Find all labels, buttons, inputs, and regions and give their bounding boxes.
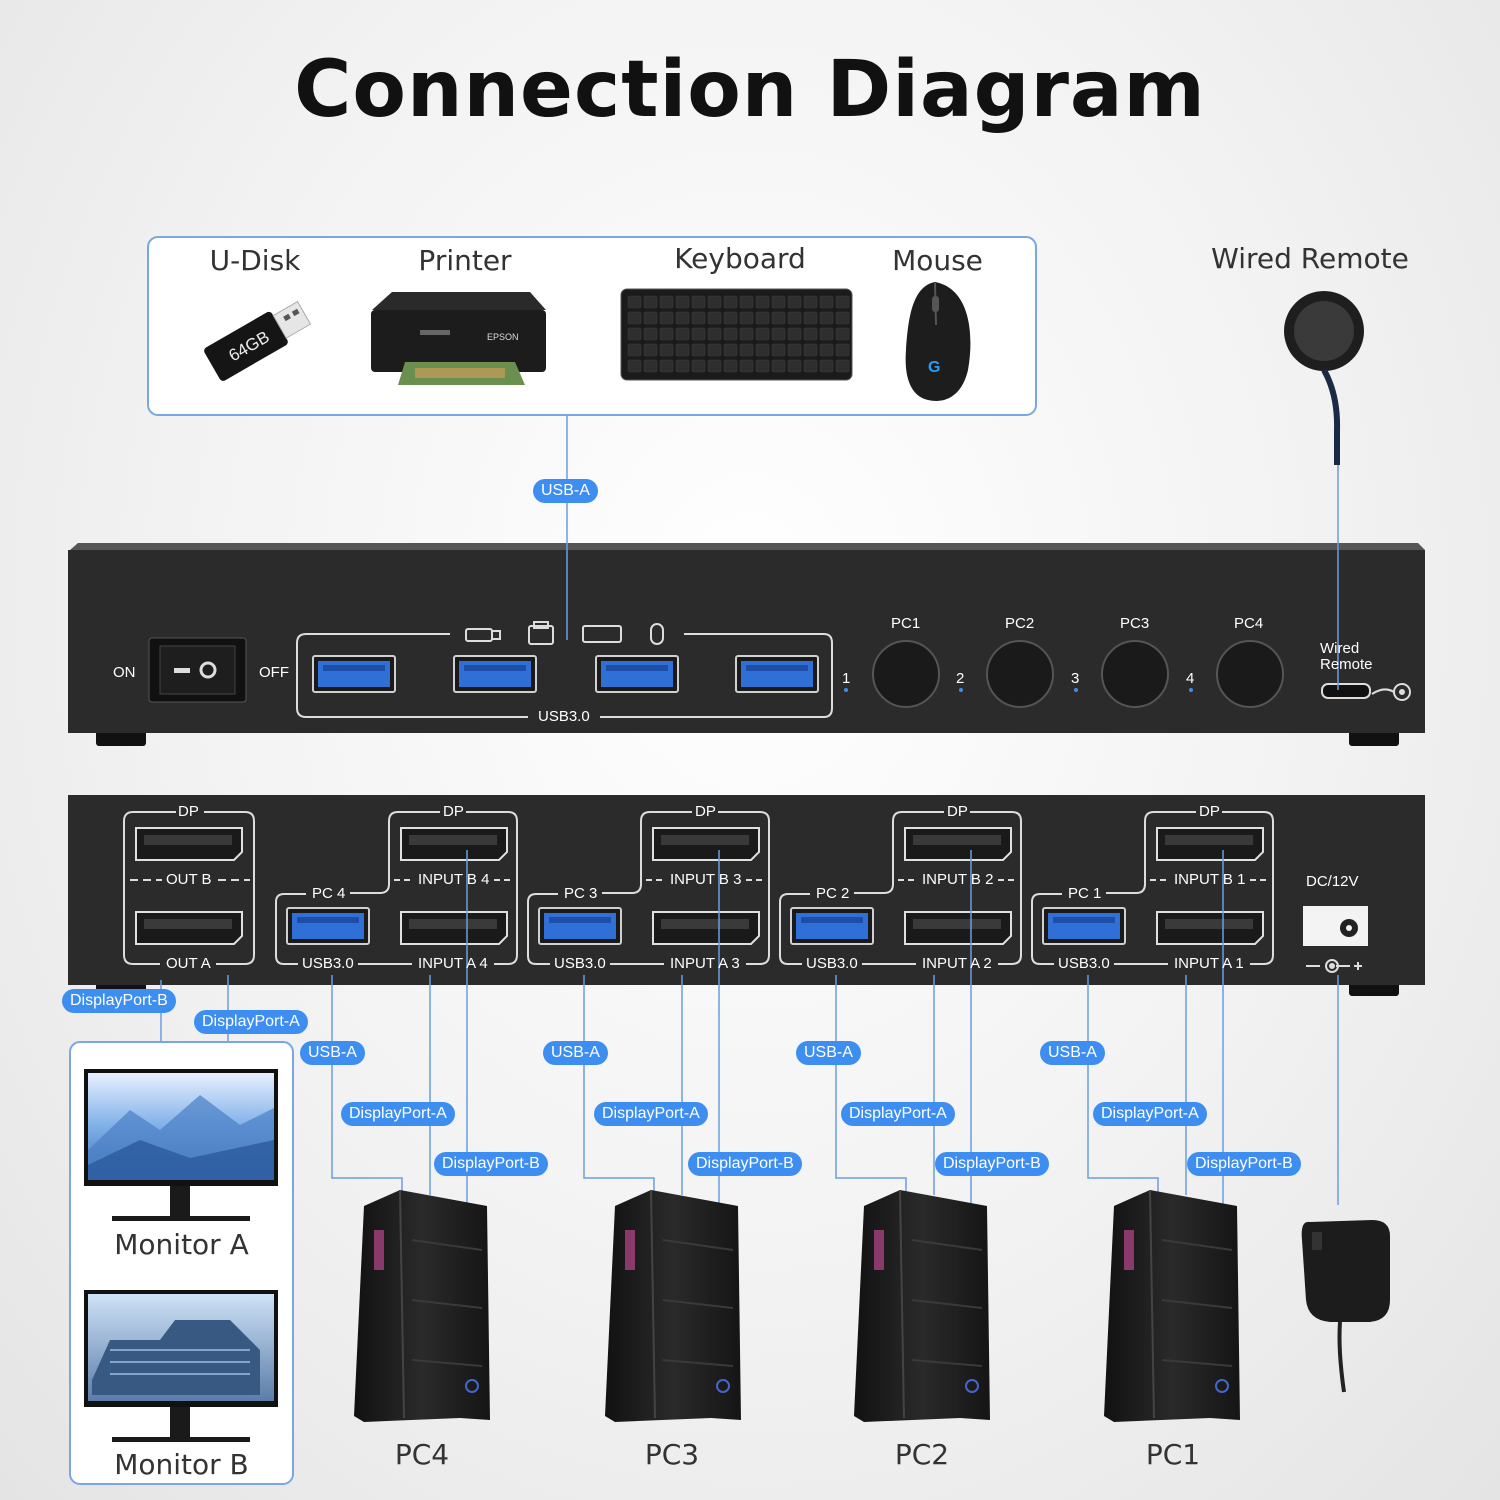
keyboard-small-icon [582,625,622,643]
pc2-tower-icon [853,1189,991,1423]
group-pc-label: PC 3 [564,885,598,902]
led-number-2: 2 [956,670,965,687]
input-a-dp-port [904,911,1012,945]
group-input-b-label: INPUT B 3 [670,871,742,888]
usb-a-pill: USB-A [796,1041,861,1065]
mouse-small-icon [650,623,664,645]
displayport-b-pill: DisplayPort-B [1187,1152,1301,1176]
displayport-a-pill: DisplayPort-A [841,1102,955,1126]
remote-port-label: Wired Remote [1320,640,1373,673]
group-pc-label: PC 1 [1068,885,1102,902]
out-a-label: OUT A [166,955,211,972]
wired-remote-label: Wired Remote [1211,242,1409,275]
power-adapter-icon [1301,1220,1390,1393]
led-number-3: 3 [1071,670,1080,687]
out-dp-label: DP [178,803,199,820]
out-b-label: OUT B [166,871,212,888]
group-dp-label: DP [947,803,968,820]
wired-remote-icon [1284,291,1364,465]
rear-panel [68,795,1425,996]
keyboard-label: Keyboard [674,242,806,275]
svg-text:EPSON: EPSON [487,332,519,342]
front-usb-label: USB3.0 [538,708,590,725]
group-input-b-label: INPUT B 1 [1174,871,1246,888]
pc4-button-label: PC4 [1234,615,1264,632]
pc4-label: PC4 [394,1438,450,1471]
power-off-label: OFF [259,664,289,681]
mouse-label: Mouse [892,244,983,277]
pc1-label: PC1 [1145,1438,1201,1471]
input-b-dp-port [1156,827,1264,861]
led-number-4: 4 [1186,670,1195,687]
group-dp-label: DP [1199,803,1220,820]
group-input-b-label: INPUT B 4 [418,871,490,888]
monitor-b-icon [84,1290,278,1442]
input-a-dp-port [652,911,760,945]
group-usb-label: USB3.0 [302,955,354,972]
printer-label: Printer [418,244,512,277]
svg-text:G: G [928,359,940,376]
printer-icon: EPSON [371,292,546,385]
displayport-a-pill: DisplayPort-A [594,1102,708,1126]
pc3-tower-icon [604,1189,742,1423]
pc2-button-label: PC2 [1005,615,1035,632]
mouse-icon: G [905,282,971,401]
u-disk-icon: 64GB [204,300,312,381]
group-input-a-label: INPUT A 1 [1174,955,1244,972]
displayport-b-pill: DisplayPort-B [935,1152,1049,1176]
input-b-dp-port [652,827,760,861]
pc3-button-label: PC3 [1120,615,1150,632]
displayport-a-pill: DisplayPort-A [341,1102,455,1126]
rear-usb-port [1042,907,1126,945]
led-number-1: 1 [842,670,851,687]
input-a-dp-port [400,911,508,945]
input-b-dp-port [904,827,1012,861]
pc1-tower-icon [1103,1189,1241,1423]
monitor-b-label: Monitor B [114,1448,249,1481]
front-panel [68,543,1425,746]
monitor-a-icon [84,1069,278,1221]
pc4-tower-icon [353,1189,491,1423]
printer-small-icon [528,625,554,645]
group-input-a-label: INPUT A 3 [670,955,740,972]
displayport-a-pill-monitor: DisplayPort-A [194,1010,308,1034]
pc2-label: PC2 [894,1438,950,1471]
pc3-label: PC3 [644,1438,700,1471]
rear-usb-port [538,907,622,945]
power-on-label: ON [113,664,136,681]
group-pc-label: PC 2 [816,885,850,902]
keyboard-icon [620,288,853,381]
rear-usb-port [286,907,370,945]
usb-a-pill: USB-A [300,1041,365,1065]
displayport-b-pill-monitor: DisplayPort-B [62,989,176,1013]
group-pc-label: PC 4 [312,885,346,902]
group-input-a-label: INPUT A 2 [922,955,992,972]
page-title: Connection Diagram [294,45,1206,135]
u-disk-label: U-Disk [209,244,301,277]
usb-a-pill: USB-A [1040,1041,1105,1065]
rear-usb-port [790,907,874,945]
group-usb-label: USB3.0 [806,955,858,972]
monitor-a-label: Monitor A [114,1228,249,1261]
group-usb-label: USB3.0 [554,955,606,972]
displayport-b-pill: DisplayPort-B [434,1152,548,1176]
group-input-a-label: INPUT A 4 [418,955,488,972]
usb-a-pill-peripherals: USB-A [533,479,598,503]
usb-a-pill: USB-A [543,1041,608,1065]
power-dc-label: DC/12V [1306,873,1359,890]
group-input-b-label: INPUT B 2 [922,871,994,888]
pc1-button-label: PC1 [891,615,921,632]
displayport-b-pill: DisplayPort-B [688,1152,802,1176]
input-a-dp-port [1156,911,1264,945]
group-usb-label: USB3.0 [1058,955,1110,972]
displayport-a-pill: DisplayPort-A [1093,1102,1207,1126]
group-dp-label: DP [695,803,716,820]
input-b-dp-port [400,827,508,861]
group-dp-label: DP [443,803,464,820]
